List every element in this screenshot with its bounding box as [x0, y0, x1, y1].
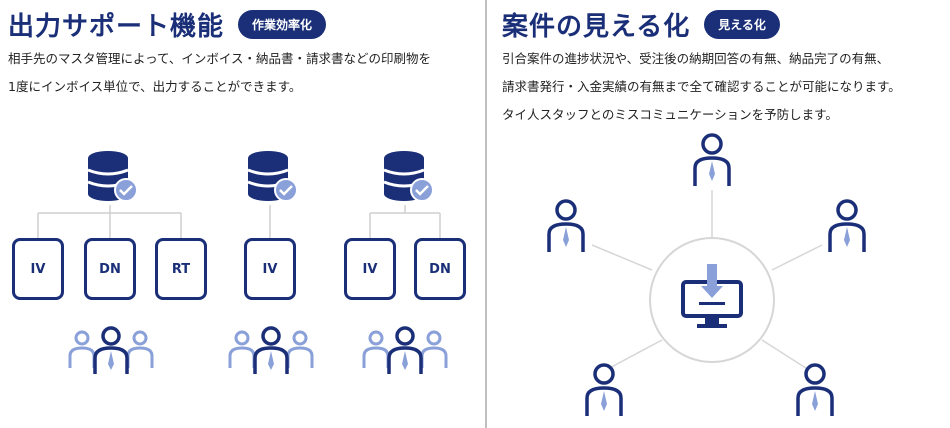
left-desc-line-2: 1度にインボイス単位で、出力することができます。 [8, 79, 302, 94]
left-connector-lines [37, 205, 441, 238]
left-description: 相手先のマスタ管理によって、インボイス・納品書・請求書などの印刷物を 1度にイン… [8, 45, 483, 101]
right-desc-line-3: タイ人スタッフとのミスコミュニケーションを予防します。 [502, 107, 838, 122]
person-icon [585, 363, 623, 416]
people-group-icon [228, 326, 314, 374]
panel-divider [485, 0, 487, 428]
right-badge: 見える化 [704, 10, 780, 39]
doc-box-rt: RT [155, 238, 207, 300]
people-group-icon [68, 326, 154, 374]
left-badge: 作業効率化 [238, 10, 327, 39]
person-icon [796, 363, 834, 416]
right-desc-line-1: 引合案件の進捗状況や、受注後の納期回答の有無、納品完了の有無、 [502, 51, 890, 66]
database-check-icon [87, 151, 138, 202]
database-check-icon [247, 151, 298, 202]
left-desc-line-1: 相手先のマスタ管理によって、インボイス・納品書・請求書などの印刷物を [8, 51, 432, 66]
output-support-panel: 出力サポート機能 作業効率化 相手先のマスタ管理によって、インボイス・納品書・請… [8, 6, 483, 374]
doc-box-iv: IV [344, 238, 396, 300]
right-title: 案件の見える化 [502, 12, 691, 42]
right-desc-line-2: 請求書発行・入金実績の有無まで全て確認することが可能になります。 [502, 79, 901, 94]
radial-connector-lines [591, 190, 823, 373]
monitor-download-icon [681, 264, 743, 328]
center-circle [649, 237, 775, 363]
left-title: 出力サポート機能 [8, 12, 225, 42]
visibility-panel: 案件の見える化 見える化 引合案件の進捗状況や、受注後の納期回答の有無、納品完了… [492, 0, 950, 428]
person-icon [547, 199, 585, 252]
database-check-icon [383, 151, 434, 202]
doc-box-iv: IV [244, 238, 296, 300]
doc-box-iv: IV [12, 238, 64, 300]
people-group-icon [362, 326, 448, 374]
left-title-row: 出力サポート機能 作業効率化 [8, 6, 327, 43]
doc-box-dn: DN [84, 238, 136, 300]
right-description: 引合案件の進捗状況や、受注後の納期回答の有無、納品完了の有無、 請求書発行・入金… [502, 45, 950, 129]
person-icon [828, 199, 866, 252]
person-icon [693, 133, 731, 186]
right-title-row: 案件の見える化 見える化 [502, 6, 780, 43]
doc-box-dn: DN [414, 238, 466, 300]
